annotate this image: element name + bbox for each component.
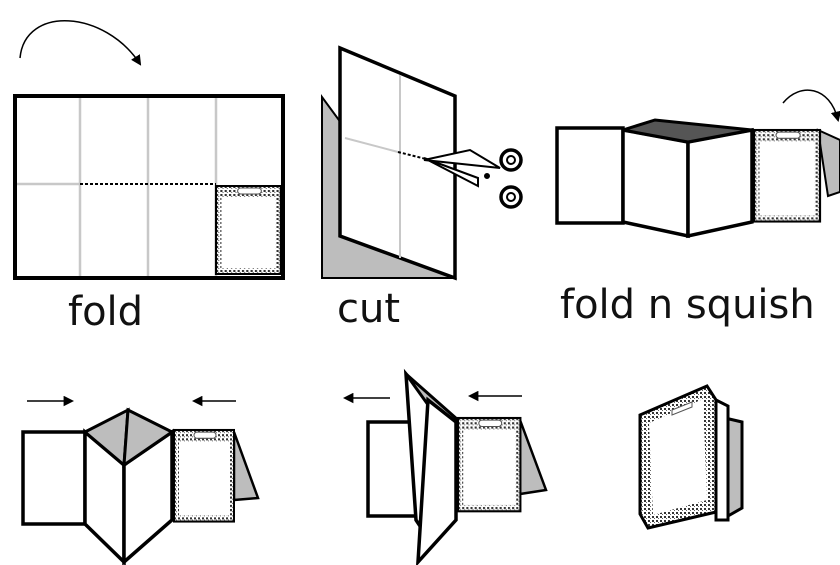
- fold-guides-cut: [344, 75, 401, 258]
- curved-arrow-icon: [19, 20, 142, 66]
- folded-sheet: [338, 45, 457, 281]
- panel-left: [555, 126, 625, 225]
- angled-panel: [416, 396, 458, 565]
- panel-left: [21, 430, 87, 526]
- side-flap-shade: [518, 419, 548, 496]
- step-fold: fold: [13, 20, 285, 335]
- cover-card-icon: [456, 416, 522, 513]
- label-fold: fold: [68, 289, 143, 335]
- step-booklet: [638, 384, 744, 530]
- label-fold-squish: fold n squish: [560, 282, 815, 328]
- curved-arrow-icon: [782, 89, 840, 123]
- cover-card-icon: [671, 401, 693, 416]
- step-cut: cut: [321, 45, 523, 332]
- cover-card-icon: [172, 428, 236, 523]
- panel-mid-right: [686, 127, 754, 239]
- step-squish: [21, 395, 260, 565]
- side-flap-shade: [232, 431, 260, 502]
- cut-line-dotted: [397, 151, 439, 163]
- side-flap-shade: [816, 128, 840, 198]
- panel-left: [366, 420, 418, 518]
- step-collapse: [342, 368, 548, 565]
- step-fold-squish: fold n squish: [555, 89, 840, 328]
- middle-page: [714, 397, 730, 522]
- label-cut: cut: [337, 286, 400, 332]
- front-cover-inner: [649, 399, 707, 515]
- top-fold-dark: [622, 118, 753, 144]
- panel-mid-left: [621, 127, 690, 239]
- cover-card-icon: [752, 128, 822, 223]
- cover-card-icon: [214, 184, 282, 276]
- top-fold-right: [122, 407, 175, 469]
- scissors-icon: [423, 148, 523, 209]
